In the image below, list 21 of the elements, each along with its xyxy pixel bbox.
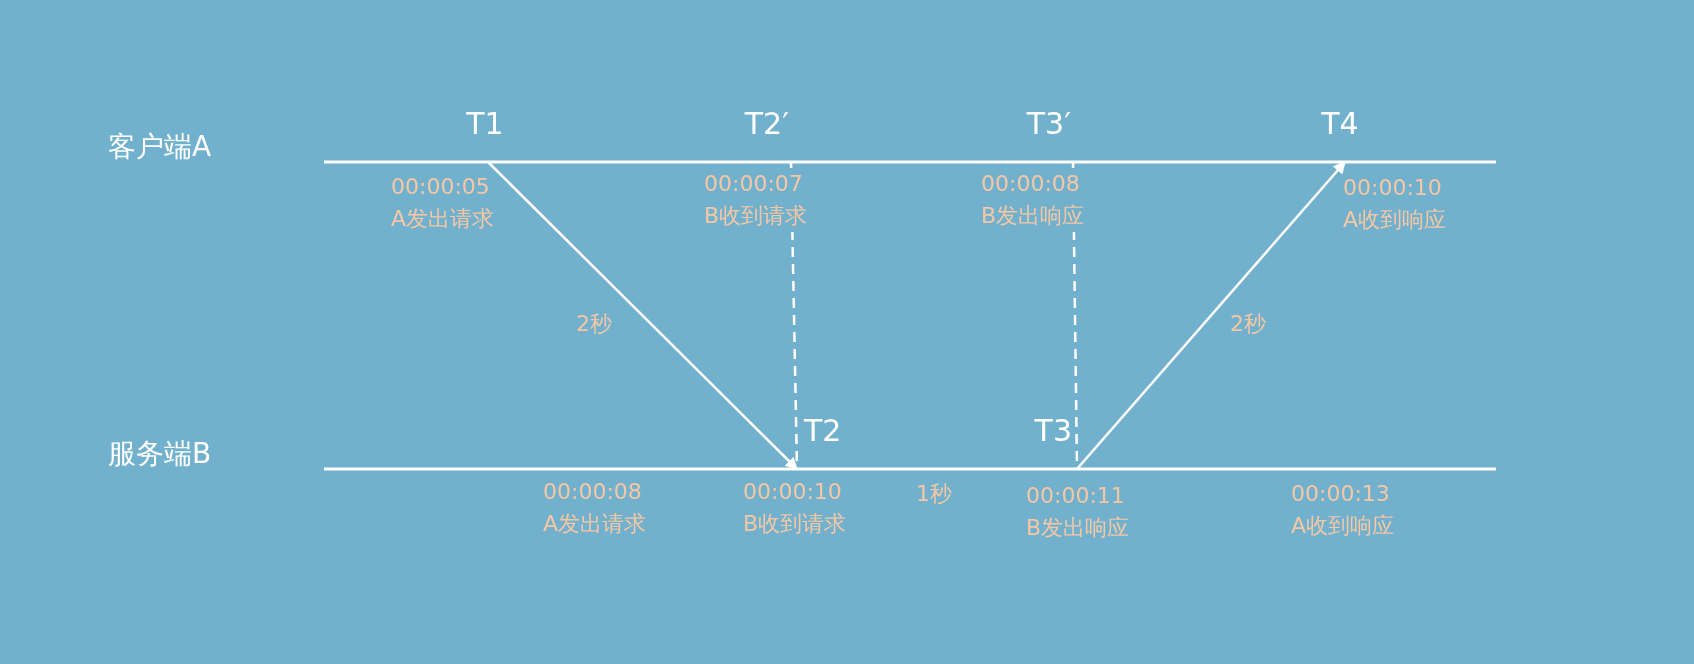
note-label: 00:00:13 bbox=[1291, 480, 1390, 508]
lane-label: 客户端A bbox=[108, 131, 212, 163]
event-label: B收到请求 bbox=[704, 200, 808, 232]
note-label: 1秒 bbox=[916, 480, 952, 508]
note-label: 00:00:08 bbox=[543, 478, 642, 506]
time-point-label: T2′ bbox=[744, 106, 789, 142]
arrow bbox=[487, 161, 798, 470]
timestamp: 00:00:08 bbox=[981, 168, 1080, 200]
event-label: B发出响应 bbox=[981, 200, 1085, 232]
arrow bbox=[1076, 161, 1346, 470]
edge-label: 2秒 bbox=[1228, 310, 1268, 338]
timestamp: 00:00:07 bbox=[704, 168, 803, 200]
time-point-label: T3′ bbox=[1026, 106, 1071, 142]
note-label: A发出请求 bbox=[543, 510, 647, 538]
edge-label: 2秒 bbox=[574, 310, 614, 338]
time-point-label: T3 bbox=[1034, 413, 1072, 449]
time-point-label: T1 bbox=[465, 106, 505, 142]
time-point-label: T2 bbox=[804, 413, 842, 449]
lane-label: 服务端B bbox=[108, 438, 212, 470]
note-label: A收到响应 bbox=[1291, 512, 1395, 540]
time-point-label: T4 bbox=[1320, 106, 1360, 142]
